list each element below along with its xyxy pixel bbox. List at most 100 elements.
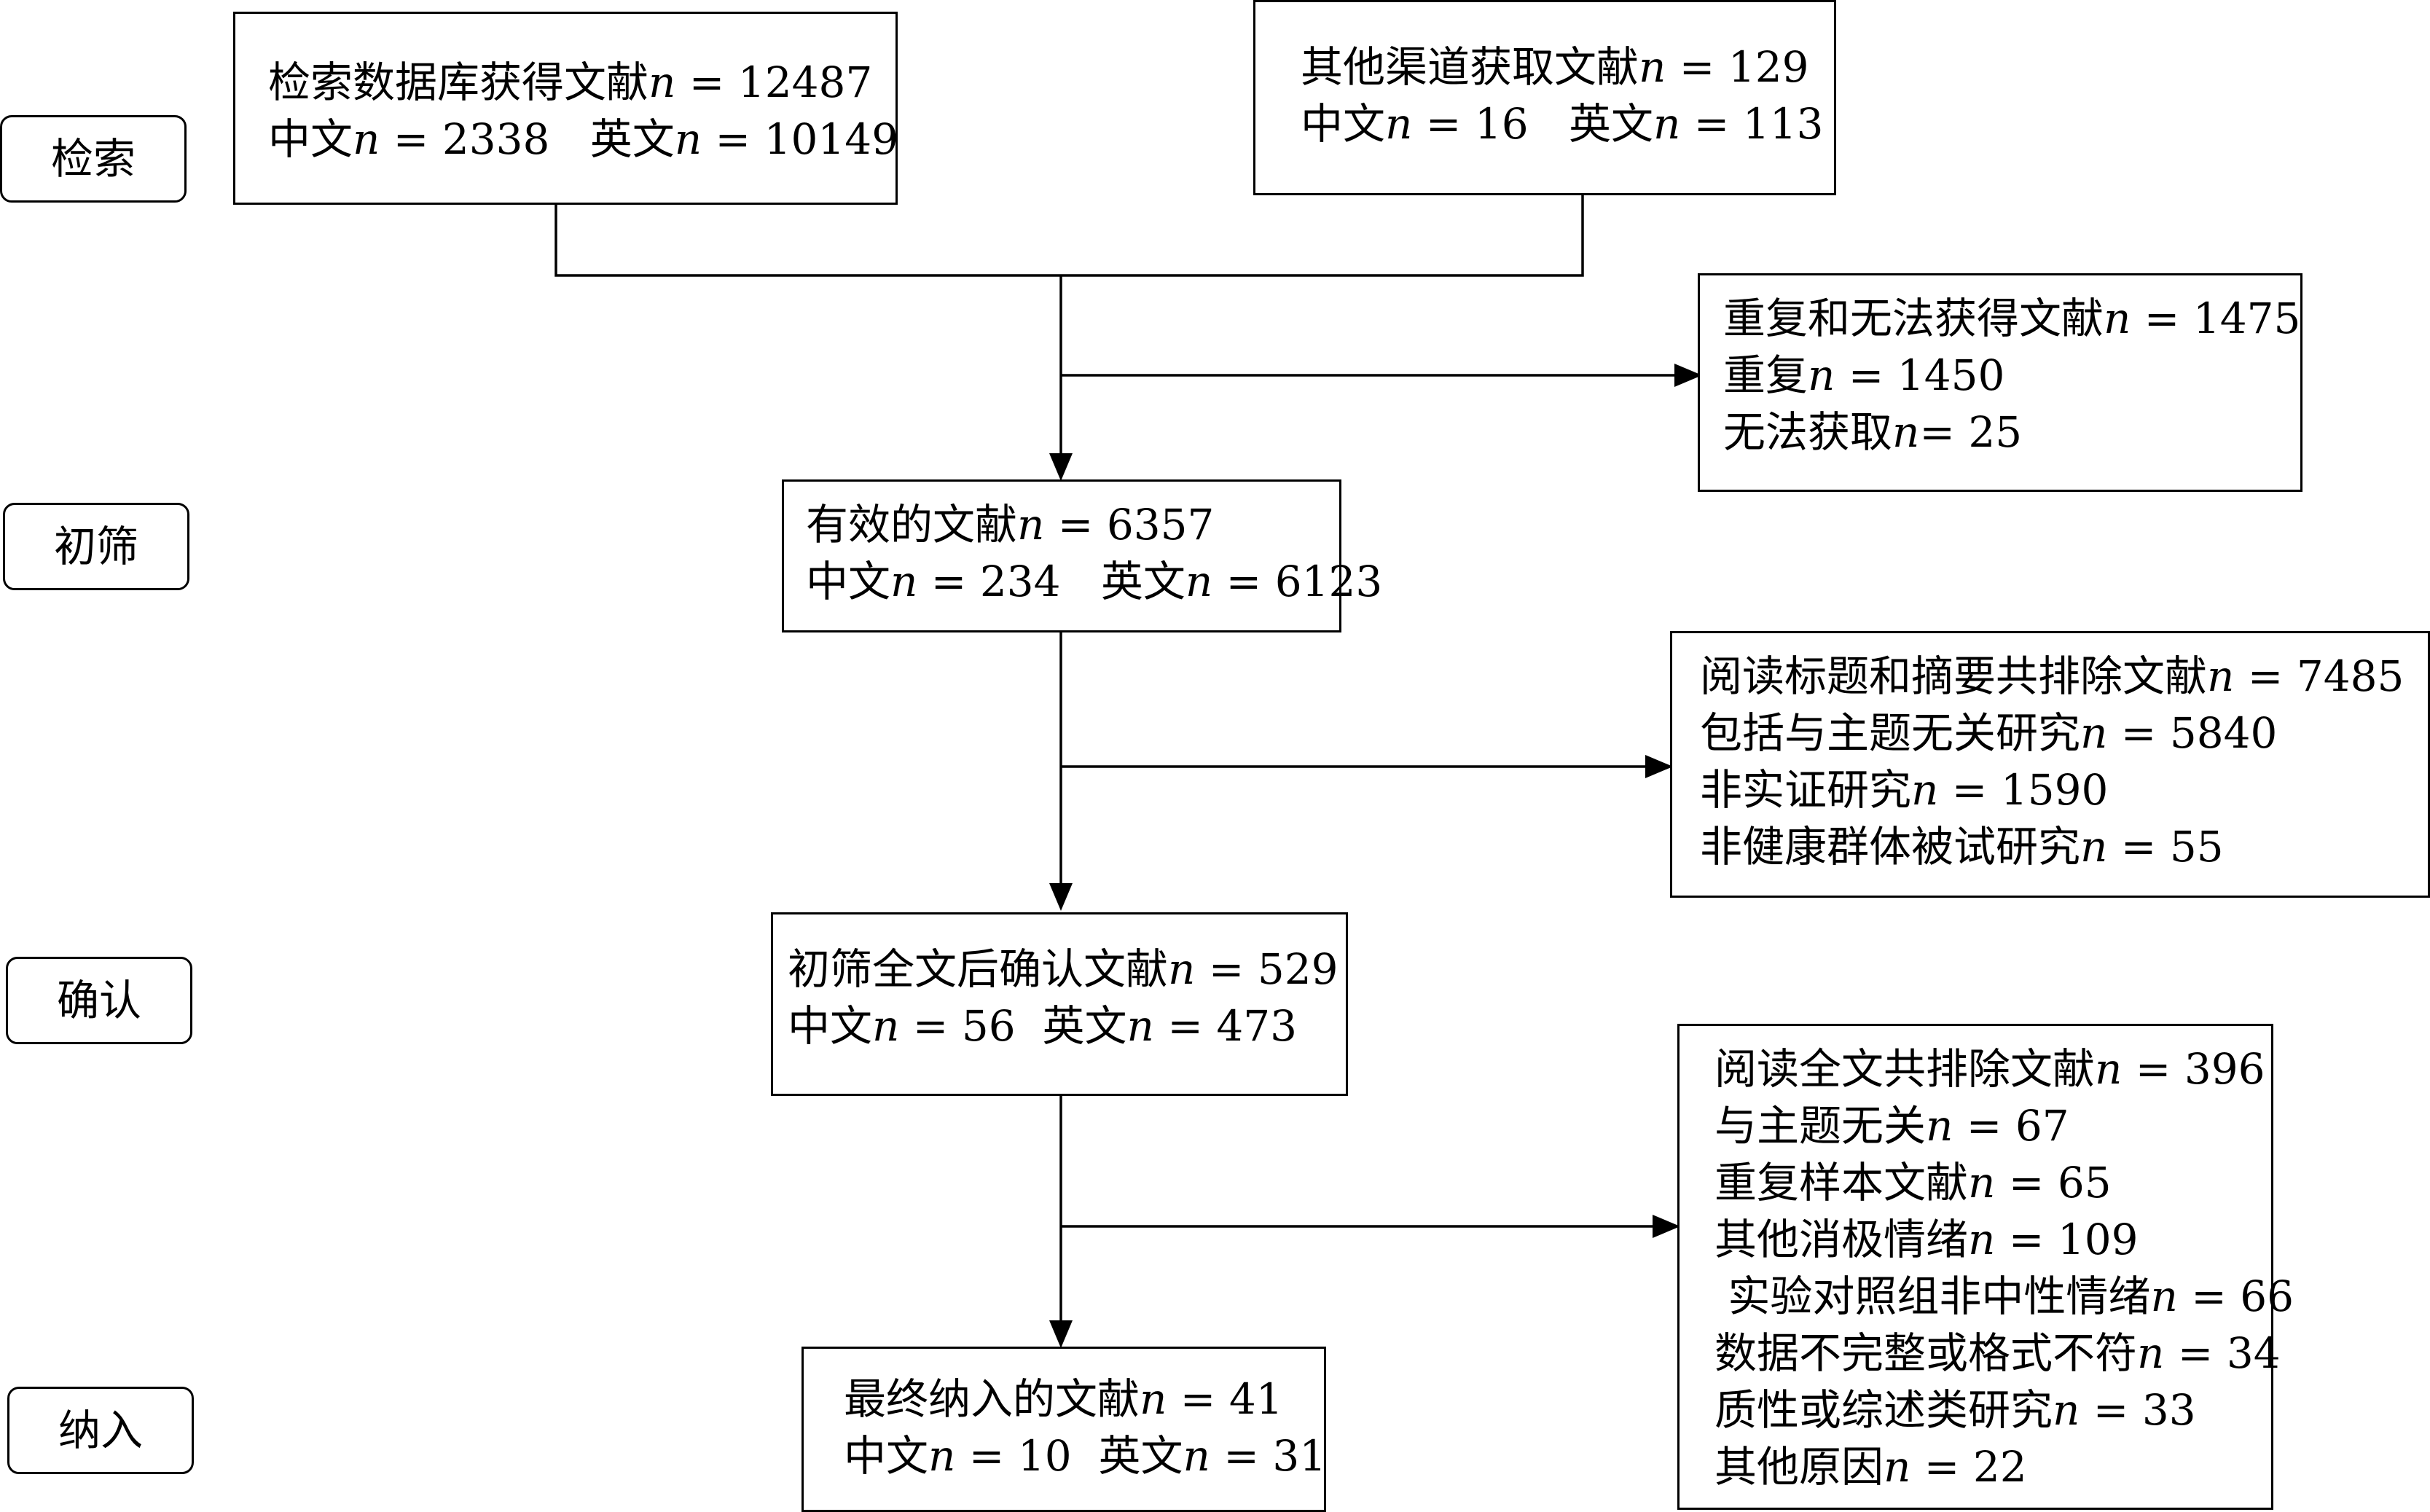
line-text: = 34	[2164, 1328, 2281, 1378]
arrowhead-right-3	[1653, 1215, 1680, 1238]
box-line: 质性或综述类研究n = 33	[1714, 1382, 2271, 1438]
box-line: 数据不完整或格式不符n = 34	[1714, 1325, 2281, 1382]
box-line: 非健康群体被试研究n = 55	[1700, 818, 2428, 875]
line-text: = 56 英文	[899, 1001, 1127, 1051]
count-symbol: n	[2080, 822, 2108, 871]
box-line: 非实证研究n = 1590	[1700, 761, 2428, 818]
line-text: 实验对照组非中性情绪	[1714, 1272, 2151, 1321]
count-symbol: n	[890, 557, 918, 606]
line-text: 质性或综述类研究	[1714, 1385, 2053, 1435]
stage-label-included: 纳入	[7, 1387, 194, 1474]
line-text: = 1475	[2131, 294, 2301, 343]
box-line: 中文n = 2338 英文n = 10149	[268, 111, 899, 168]
count-symbol: n	[1926, 1101, 1953, 1151]
line-text: 重复样本文献	[1714, 1158, 1969, 1207]
line-text: = 10 英文	[955, 1431, 1183, 1481]
arrowhead-right-2	[1645, 755, 1673, 778]
line-text: = 113	[1680, 99, 1824, 149]
box-line: 其他原因n = 22	[1714, 1438, 2271, 1495]
count-symbol: n	[2150, 1272, 2178, 1321]
line-text: = 31	[1210, 1431, 1327, 1481]
line-text: 其他渠道获取文献	[1301, 42, 1639, 92]
line-text: = 55	[2107, 822, 2224, 871]
box-line: 阅读标题和摘要共排除文献n = 7485	[1700, 648, 2428, 705]
box-line: 重复样本文献n = 65	[1714, 1154, 2271, 1211]
count-symbol: n	[1168, 944, 1196, 994]
line-text: 无法获取	[1723, 407, 1893, 457]
count-symbol: n	[1911, 765, 1939, 815]
line-text: = 234 英文	[917, 557, 1185, 606]
box-line: 重复n = 1450	[1723, 347, 2300, 404]
line-text: = 33	[2080, 1385, 2196, 1435]
box-line: 最终纳入的文献n = 41	[844, 1371, 1324, 1427]
line-text: = 109	[1995, 1215, 2139, 1264]
line-text: = 1590	[1938, 765, 2109, 815]
line-text: = 67	[1953, 1101, 2069, 1151]
line-text: 中文	[788, 1001, 873, 1051]
line-text: = 529	[1195, 944, 1339, 994]
line-text: 数据不完整或格式不符	[1714, 1328, 2138, 1378]
box-line: 有效的文献n = 6357	[806, 496, 1339, 553]
arrowhead-down-3	[1049, 1320, 1073, 1348]
stage-label-screening: 初筛	[3, 503, 189, 590]
count-symbol: n	[1385, 99, 1413, 149]
count-symbol: n	[2137, 1328, 2165, 1378]
line-text: 中文	[1301, 99, 1386, 149]
line-text: = 7485	[2234, 651, 2404, 701]
line-text: 重复和无法获得文献	[1723, 294, 2104, 343]
line-text: = 5840	[2107, 708, 2278, 758]
count-symbol: n	[1968, 1158, 1996, 1207]
line-text: = 129	[1666, 42, 1809, 92]
line-text: 非实证研究	[1700, 765, 1912, 815]
count-symbol: n	[674, 114, 702, 164]
count-symbol: n	[2053, 1385, 2080, 1435]
count-symbol: n	[2207, 651, 2235, 701]
line-text: = 10149	[702, 114, 899, 164]
line-text: 检索数据库获得文献	[268, 58, 649, 107]
line-text: 最终纳入的文献	[844, 1374, 1140, 1424]
count-symbol: n	[1653, 99, 1681, 149]
count-symbol: n	[872, 1001, 900, 1051]
box-line: 其他消极情绪n = 109	[1714, 1211, 2271, 1268]
box-line: 包括与主题无关研究n = 5840	[1700, 705, 2428, 761]
stage-label-eligibility: 确认	[6, 957, 192, 1044]
line-text: 初筛全文后确认文献	[788, 944, 1169, 994]
line-text: 阅读全文共排除文献	[1714, 1044, 2096, 1094]
box-line: 其他渠道获取文献n = 129	[1301, 39, 1834, 95]
line-text: = 473	[1153, 1001, 1298, 1051]
box-line: 检索数据库获得文献n = 12487	[268, 54, 895, 111]
box-line: 与主题无关n = 67	[1714, 1097, 2271, 1154]
line-text: 有效的文献	[806, 500, 1018, 549]
box-line: 中文n = 234 英文n = 6123	[806, 553, 1382, 610]
box-line: 中文n = 56 英文n = 473	[788, 998, 1346, 1054]
line-text: 与主题无关	[1714, 1101, 1927, 1151]
line-text: = 6123	[1212, 557, 1383, 606]
count-symbol: n	[1639, 42, 1666, 92]
line-text: = 25	[1919, 407, 2023, 457]
count-symbol: n	[1892, 407, 1920, 457]
box-line: 无法获取n= 25	[1723, 404, 2300, 461]
line-text: = 6357	[1044, 500, 1215, 549]
count-symbol: n	[1185, 557, 1213, 606]
line-text: = 41	[1167, 1374, 1283, 1424]
line-text: = 66	[2177, 1272, 2294, 1321]
count-symbol: n	[1017, 500, 1045, 549]
box-line: 阅读全文共排除文献n = 396	[1714, 1041, 2271, 1097]
stage-label-search: 检索	[0, 115, 187, 203]
line-text: 非健康群体被试研究	[1700, 822, 2081, 871]
count-symbol: n	[2095, 1044, 2123, 1094]
box-line: 实验对照组非中性情绪n = 66	[1714, 1268, 2294, 1325]
line-text: 其他原因	[1714, 1442, 1884, 1492]
arrowhead-down-1	[1049, 453, 1073, 481]
line-text: 其他消极情绪	[1714, 1215, 1969, 1264]
arrowhead-right-1	[1674, 364, 1702, 387]
box-line: 重复和无法获得文献n = 1475	[1723, 290, 2300, 347]
merge-connector	[554, 195, 1584, 277]
line-text: = 22	[1910, 1442, 2027, 1492]
